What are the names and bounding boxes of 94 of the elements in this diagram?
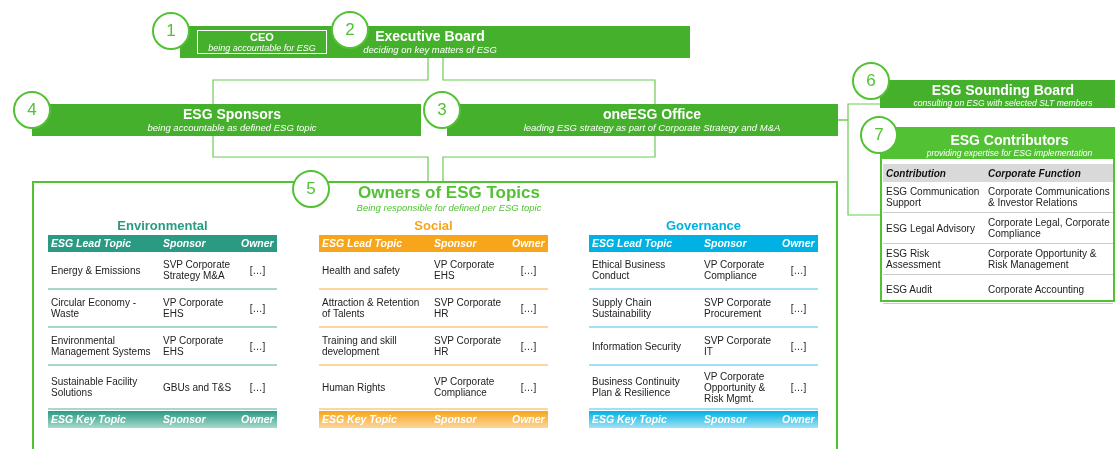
connector-line xyxy=(442,57,656,105)
node-title: CEO xyxy=(250,32,274,43)
column-header: Sponsor xyxy=(701,411,779,428)
column-header: Owner xyxy=(509,235,548,252)
function-name: Corporate Accounting xyxy=(985,274,1113,304)
placeholder-field: […] xyxy=(779,289,818,327)
placeholder-field: […] xyxy=(509,289,548,327)
placeholder-field: […] xyxy=(509,252,548,289)
node-subtitle: leading ESG strategy as part of Corporate Strategy and M&A xyxy=(523,122,781,133)
topic-name: Training and skill development xyxy=(319,327,431,365)
section-heading: Environmental xyxy=(116,218,209,233)
contribution-name: ESG Risk Assessment xyxy=(883,243,985,275)
placeholder-field: […] xyxy=(238,252,277,289)
title-banner xyxy=(447,104,838,136)
sponsor-name: VP Corporate EHS xyxy=(160,289,238,327)
node-title: ESG Contributors xyxy=(950,132,1069,148)
node-subtitle: Being responsible for defined per ESG topic xyxy=(356,202,542,213)
section-heading: Social xyxy=(413,218,454,233)
topic-name: Ethical Business Conduct xyxy=(589,252,701,289)
placeholder-field: […] xyxy=(779,252,818,289)
placeholder-field: […] xyxy=(509,327,548,365)
sponsor-name: VP Corporate EHS xyxy=(431,252,509,289)
number-circle: 6 xyxy=(852,62,890,100)
connector-line xyxy=(442,135,656,182)
sponsor-name: SVP Corporate Strategy M&A xyxy=(160,252,238,289)
sponsor-name: SVP Corporate HR xyxy=(431,289,509,327)
topic-name: Health and safety xyxy=(319,252,431,289)
node-title: Owners of ESG Topics xyxy=(358,183,540,202)
function-name: Corporate Legal, Corporate Compliance xyxy=(985,212,1113,244)
contribution-name: ESG Communication Support xyxy=(883,182,985,213)
column-header: Sponsor xyxy=(431,411,509,428)
node-title: Executive Board xyxy=(375,28,485,44)
node-title: ESG Sounding Board xyxy=(931,82,1075,98)
contribution-name: ESG Audit xyxy=(883,274,985,304)
column-header: Sponsor xyxy=(160,235,238,252)
column-header: Sponsor xyxy=(701,235,779,252)
topic-name: Information Security xyxy=(589,327,701,365)
sponsor-name: SVP Corporate Procurement xyxy=(701,289,779,327)
column-header: Contribution xyxy=(883,164,985,182)
column-header: Owner xyxy=(238,235,277,252)
sponsor-name: VP Corporate EHS xyxy=(160,327,238,365)
column-header: ESG Key Topic xyxy=(589,411,701,428)
column-header: ESG Lead Topic xyxy=(589,235,701,252)
node-title: ESG Sponsors xyxy=(183,106,281,122)
node-subtitle: being accountable for ESG xyxy=(208,43,316,54)
node-title: oneESG Office xyxy=(603,106,701,122)
function-name: Corporate Communications & Investor Relations xyxy=(985,182,1113,213)
node-subtitle: being accountable as defined ESG topic xyxy=(147,122,317,133)
placeholder-field: […] xyxy=(238,327,277,365)
topic-name: Human Rights xyxy=(319,365,431,409)
section-heading: Governance xyxy=(664,218,743,233)
placeholder-field: […] xyxy=(509,365,548,409)
column-header: Owner xyxy=(509,411,548,428)
sponsor-name: GBUs and T&S xyxy=(160,365,238,409)
column-header: ESG Lead Topic xyxy=(319,235,431,252)
sponsor-name: SVP Corporate IT xyxy=(701,327,779,365)
column-header: ESG Key Topic xyxy=(48,411,160,428)
column-header: Owner xyxy=(238,411,277,428)
column-header: Corporate Function xyxy=(985,164,1113,182)
topic-name: Supply Chain Sustainability xyxy=(589,289,701,327)
sponsor-name: SVP Corporate HR xyxy=(431,327,509,365)
column-header: Owner xyxy=(779,235,818,252)
outlined-box xyxy=(197,30,327,54)
column-header: Sponsor xyxy=(160,411,238,428)
number-circle: 3 xyxy=(423,91,461,129)
number-circle: 4 xyxy=(13,91,51,129)
connector-line xyxy=(837,119,881,216)
sponsor-name: VP Corporate Compliance xyxy=(701,252,779,289)
topic-name: Energy & Emissions xyxy=(48,252,160,289)
column-header: ESG Lead Topic xyxy=(48,235,160,252)
connector-line xyxy=(212,57,429,105)
topic-name: Sustainable Facility Solutions xyxy=(48,365,160,409)
number-circle: 5 xyxy=(292,170,330,208)
title-banner xyxy=(880,80,1115,108)
placeholder-field: […] xyxy=(779,365,818,409)
topic-name: Circular Economy - Waste xyxy=(48,289,160,327)
placeholder-field: […] xyxy=(779,327,818,365)
contribution-name: ESG Legal Advisory xyxy=(883,212,985,244)
topic-name: Business Continuity Plan & Resilience xyxy=(589,365,701,409)
node-subtitle: providing expertise for ESG implementation xyxy=(926,148,1093,159)
number-circle: 7 xyxy=(860,116,898,154)
connector-line xyxy=(212,135,429,182)
topic-name: Environmental Management Systems xyxy=(48,327,160,365)
placeholder-field: […] xyxy=(238,365,277,409)
column-header: Sponsor xyxy=(431,235,509,252)
column-header: ESG Key Topic xyxy=(319,411,431,428)
function-name: Corporate Opportunity & Risk Management xyxy=(985,243,1113,275)
node-subtitle: consulting on ESG with selected SLT members xyxy=(913,98,1093,109)
column-header: Owner xyxy=(779,411,818,428)
sponsor-name: VP Corporate Compliance xyxy=(431,365,509,409)
placeholder-field: […] xyxy=(238,289,277,327)
sponsor-name: VP Corporate Opportunity & Risk Mgmt. xyxy=(701,365,779,409)
topic-name: Attraction & Retention of Talents xyxy=(319,289,431,327)
number-circle: 1 xyxy=(152,12,190,50)
